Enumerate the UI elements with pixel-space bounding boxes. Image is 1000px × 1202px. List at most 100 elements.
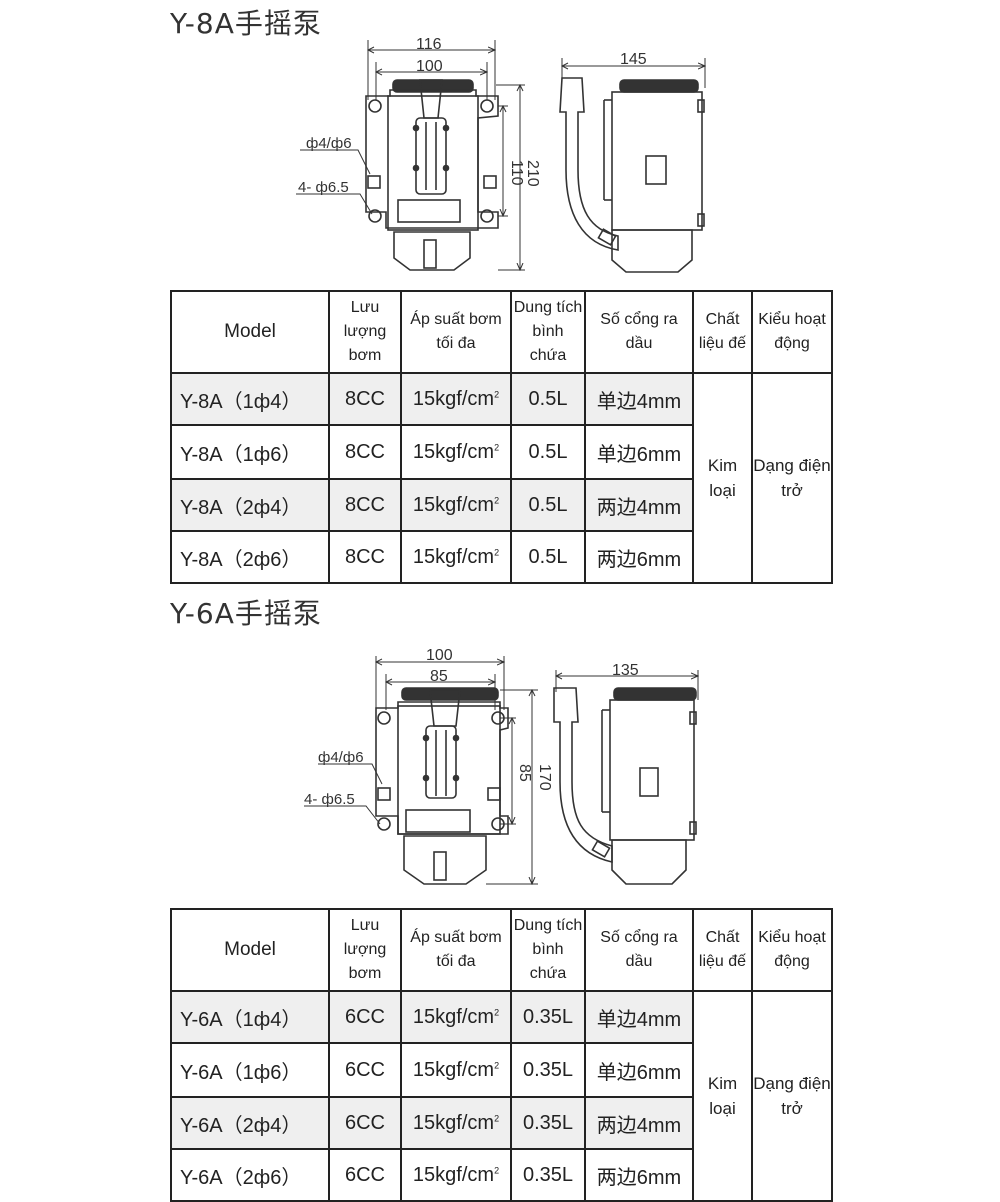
pressure-text: 15kgf/cm [412,545,495,568]
cell-flow: 8CC [328,372,402,426]
header-pressure: Áp suất bơm tối đa [400,908,512,992]
y6a-dim-100: 100 [426,647,453,664]
header-operation: Kiểu hoạt động [751,908,833,992]
cell-volume: 0.5L [510,478,586,532]
cell-pressure: 15kgf/cm2 [400,990,512,1044]
cell-flow: 6CC [328,1096,402,1150]
y6a-front-view [304,656,538,884]
superscript: 2 [494,494,500,505]
pressure-text: 15kgf/cm [412,440,495,463]
y8a-dim-145: 145 [620,51,647,68]
cell-material: Kim loại [692,990,753,1202]
header-model: Model [170,290,330,374]
table-row: Y-6A（1ф4） 6CC 15kgf/cm2 0.35L 单边4mm Kim … [170,990,833,1202]
y6a-dim-135: 135 [612,662,639,679]
cell-ports: 两边4mm [584,478,694,532]
cell-ports: 单边6mm [584,424,694,480]
cell-pressure: 15kgf/cm2 [400,1148,512,1202]
cell-flow: 6CC [328,1148,402,1202]
cell-flow: 6CC [328,1042,402,1098]
cell-volume: 0.35L [510,1042,586,1098]
header-material: Chất liệu đế [692,908,753,992]
header-operation: Kiểu hoạt động [751,290,833,374]
table-row: Y-6A（2ф6） 6CC 15kgf/cm2 0.35L 两边6mm [170,1148,832,1202]
cell-ports: 两边6mm [584,530,694,584]
y8a-spec-table: Model Lưu lượng bơm Áp suất bơm tối đa D… [170,290,833,584]
header-volume: Dung tích bình chứa [510,908,586,992]
cell-model: Y-8A（1ф4） [170,372,330,426]
cell-model: Y-6A（1ф4） [170,990,330,1044]
section-title-y6a: Y-6A手摇泵 [170,597,322,630]
cell-model: Y-6A（1ф6） [170,1042,330,1098]
y8a-dim-100: 100 [416,58,443,75]
table-row: Y-6A（2ф4） 6CC 15kgf/cm2 0.35L 两边4mm [170,1096,832,1150]
cell-flow: 8CC [328,478,402,532]
superscript: 2 [494,546,500,557]
cell-pressure: 15kgf/cm2 [400,372,512,426]
pressure-text: 15kgf/cm [412,1058,495,1081]
table-row: Y-8A（2ф6） 8CC 15kgf/cm2 0.5L 两边6mm [170,530,832,584]
cell-volume: 0.5L [510,530,586,584]
y6a-dim-170: 170 [536,764,553,791]
y8a-front-view [296,40,525,270]
cell-ports: 单边4mm [584,990,694,1044]
pressure-text: 15kgf/cm [412,1163,495,1186]
y8a-label-phi: ф4/ф6 [306,135,352,152]
header-pressure: Áp suất bơm tối đa [400,290,512,374]
cell-ports: 单边4mm [584,372,694,426]
y8a-dim-210: 210 [524,160,541,187]
header-material: Chất liệu đế [692,290,753,374]
header-volume: Dung tích bình chứa [510,290,586,374]
cell-model: Y-6A（2ф4） [170,1096,330,1150]
y8a-dim-110: 110 [508,160,525,186]
cell-volume: 0.35L [510,1096,586,1150]
table-row: Y-8A（1ф6） 8CC 15kgf/cm2 0.5L 单边6mm [170,424,832,480]
cell-material: Kim loại [692,372,753,584]
y6a-side-view [553,670,698,885]
cell-model: Y-8A（2ф6） [170,530,330,584]
y6a-dim-85-height: 85 [516,764,533,782]
cell-pressure: 15kgf/cm2 [400,530,512,584]
header-flow: Lưu lượng bơm [328,290,402,374]
header-flow: Lưu lượng bơm [328,908,402,992]
cell-flow: 8CC [328,530,402,584]
y8a-label-holes: 4- ф6.5 [298,179,349,196]
header-ports: Số cổng ra dầu [584,908,694,992]
cell-ports: 两边4mm [584,1096,694,1150]
cell-ports: 单边6mm [584,1042,694,1098]
y8a-technical-drawing: 116 100 110 210 ф4/ф6 4- ф6.5 145 [296,36,1000,273]
superscript: 2 [494,388,500,399]
pressure-text: 15kgf/cm [412,1111,495,1134]
cell-pressure: 15kgf/cm2 [400,478,512,532]
y6a-label-holes: 4- ф6.5 [304,791,355,808]
table-row: Y-8A（1ф4） 8CC 15kgf/cm2 0.5L 单边4mm Kim l… [170,372,833,584]
cell-pressure: 15kgf/cm2 [400,1042,512,1098]
section-title-y8a: Y-8A手摇泵 [170,7,322,40]
cell-volume: 0.5L [510,424,586,480]
header-ports: Số cổng ra dầu [584,290,694,374]
pressure-text: 15kgf/cm [412,1005,495,1028]
cell-flow: 6CC [328,990,402,1044]
cell-pressure: 15kgf/cm2 [400,424,512,480]
cell-model: Y-6A（2ф6） [170,1148,330,1202]
y8a-side-view [559,58,705,273]
cell-volume: 0.35L [510,990,586,1044]
cell-model: Y-8A（1ф6） [170,424,330,480]
y6a-technical-drawing: 100 85 85 170 ф4/ф6 4- ф6.5 135 [304,647,1000,905]
superscript: 2 [494,1059,500,1070]
header-model: Model [170,908,330,992]
cell-operation: Dạng điện trở [751,372,833,584]
superscript: 2 [494,1164,500,1175]
table-row: Y-6A（1ф6） 6CC 15kgf/cm2 0.35L 单边6mm [170,1042,832,1098]
table-header-row: Model Lưu lượng bơm Áp suất bơm tối đa D… [170,908,833,992]
cell-model: Y-8A（2ф4） [170,478,330,532]
cell-operation: Dạng điện trở [751,990,833,1202]
cell-ports: 两边6mm [584,1148,694,1202]
cell-pressure: 15kgf/cm2 [400,1096,512,1150]
y6a-dim-85: 85 [430,668,448,685]
pressure-text: 15kgf/cm [412,387,495,410]
y6a-label-phi: ф4/ф6 [318,749,364,766]
cell-volume: 0.35L [510,1148,586,1202]
y6a-spec-table: Model Lưu lượng bơm Áp suất bơm tối đa D… [170,908,833,1202]
pressure-text: 15kgf/cm [412,493,495,516]
